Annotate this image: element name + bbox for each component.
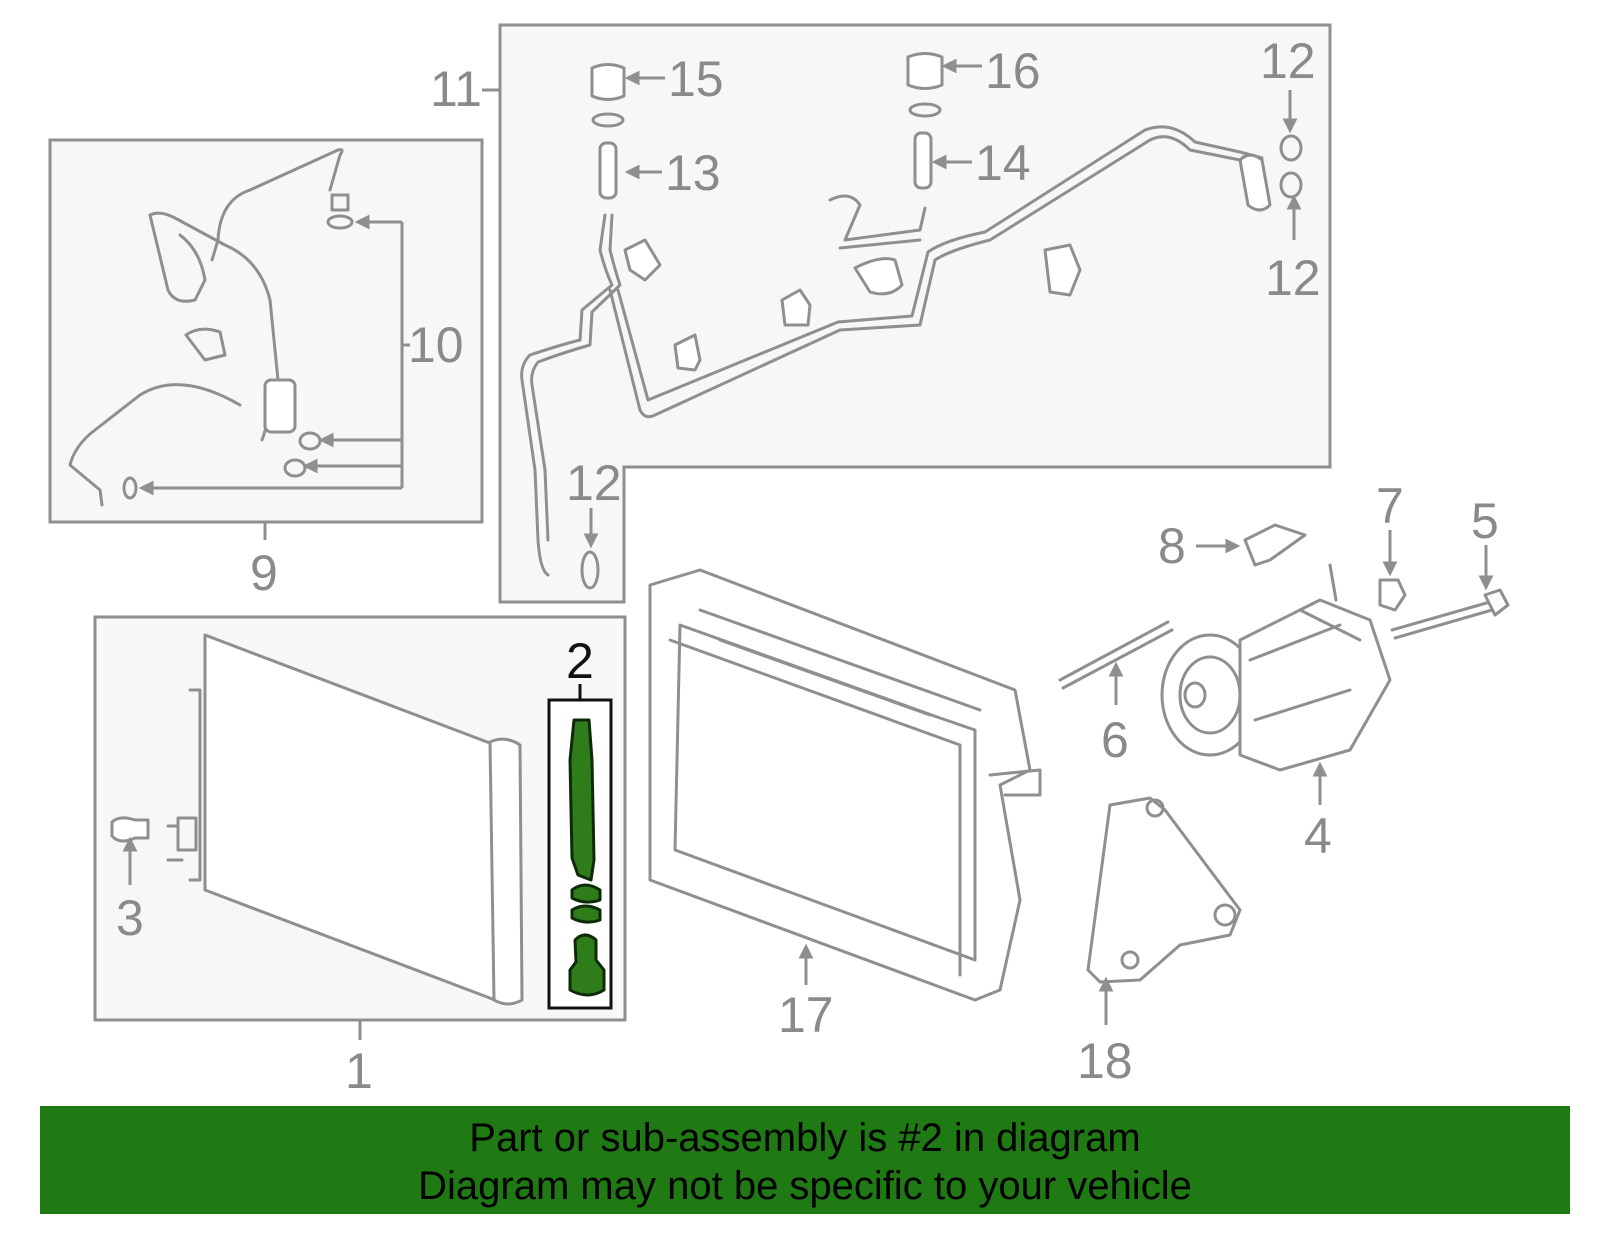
- callout-13: 13: [665, 145, 721, 201]
- part-2-highlight: [568, 718, 606, 997]
- callout-9: 9: [250, 545, 278, 601]
- callout-12-lower: 12: [566, 455, 622, 511]
- callout-17: 17: [778, 987, 834, 1043]
- callout-12-right: 12: [1265, 250, 1321, 306]
- box-11: [498, 23, 1332, 604]
- banner-line-1: Part or sub-assembly is #2 in diagram: [469, 1116, 1141, 1160]
- bracket-18-drawing: [1086, 796, 1242, 984]
- callout-3: 3: [116, 890, 144, 946]
- box-9: [48, 138, 484, 524]
- callout-8: 8: [1158, 518, 1186, 574]
- callout-7: 7: [1376, 478, 1404, 534]
- callout-11: 11: [430, 61, 482, 117]
- banner-line-2: Diagram may not be specific to your vehi…: [418, 1164, 1192, 1208]
- callout-16: 16: [985, 43, 1041, 99]
- callout-14: 14: [975, 135, 1031, 191]
- callout-10: 10: [408, 317, 464, 373]
- callout-6: 6: [1101, 712, 1129, 768]
- callout-5: 5: [1471, 493, 1499, 549]
- radiator-support-17-drawing: [648, 568, 1042, 1002]
- callout-15: 15: [668, 51, 724, 107]
- info-banner: Part or sub-assembly is #2 in diagram Di…: [40, 1106, 1570, 1214]
- hose-assembly-9-drawing: [68, 148, 354, 507]
- callout-2: 2: [566, 633, 594, 689]
- callout-18: 18: [1077, 1033, 1133, 1089]
- callout-1: 1: [345, 1043, 373, 1099]
- compressor-4-drawing: [1058, 523, 1510, 772]
- line-assembly-11-drawing: [520, 52, 1303, 590]
- callout-4: 4: [1304, 808, 1332, 864]
- callout-12-top: 12: [1260, 33, 1316, 89]
- condenser-1-drawing: [110, 633, 524, 1006]
